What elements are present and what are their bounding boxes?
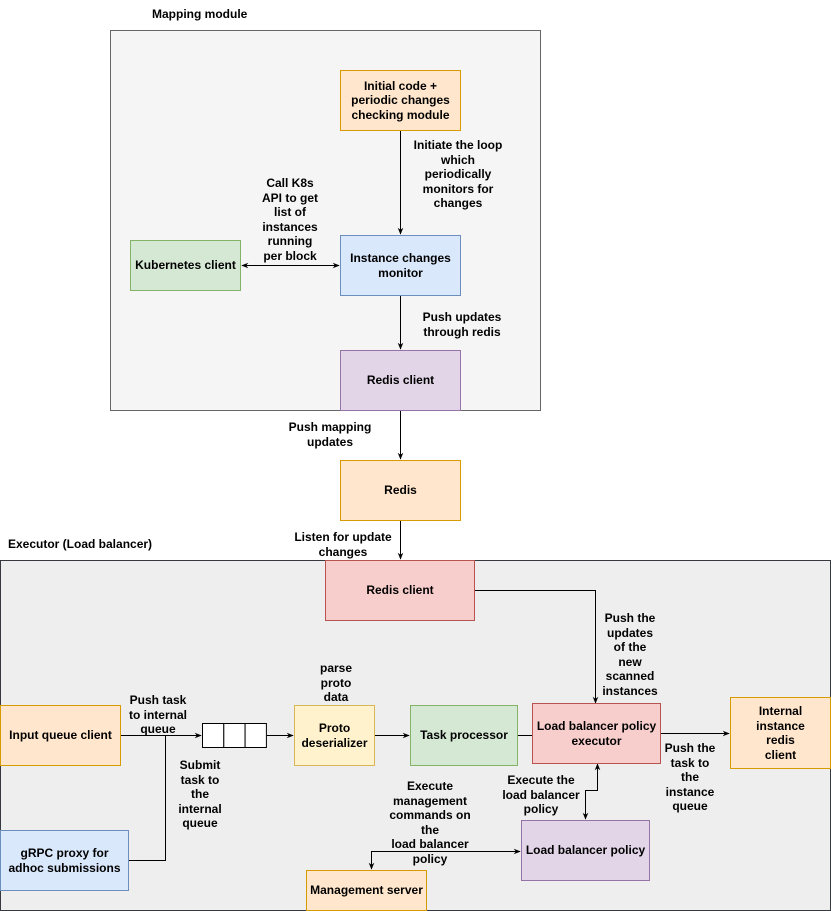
internal-queue [202,723,267,748]
initial-code-checking-module[interactable]: Initial code + periodic changes checking… [340,70,461,131]
edge-push-scanned [475,590,599,704]
input-queue-client[interactable]: Input queue client [0,705,121,766]
label-push-instance-queue: Push the task to the instance queue [664,741,716,813]
management-server[interactable]: Management server [306,870,427,911]
edge-submit-task [128,735,166,861]
redis-client-executor[interactable]: Redis client [325,560,475,621]
task-processor[interactable]: Task processor [410,705,518,766]
edge-execute-mgmt [368,848,521,870]
queue-slot [244,723,267,748]
executor-title: Executor (Load balancer) [8,537,153,551]
label-listen-update: Listen for update changes [294,530,392,559]
label-parse-proto: parse proto data [319,661,353,704]
label-push-updates-redis: Push updates through redis [422,310,502,339]
mapping-module-title: Mapping module [152,7,248,21]
label-submit-task: Submit task to the internal queue [178,758,222,830]
internal-instance-redis-client[interactable]: Internal instance redis client [730,697,831,769]
label-push-mapping: Push mapping updates [288,420,372,449]
redis[interactable]: Redis [340,460,461,521]
load-balancer-policy-executor[interactable]: Load balancer policy executor [532,703,661,764]
grpc-proxy[interactable]: gRPC proxy for adhoc submissions [0,830,129,891]
label-execute-mgmt: Execute management commands on the load … [389,779,471,866]
label-push-task-internal: Push task to internal queue [128,693,187,736]
redis-client-mapping[interactable]: Redis client [340,350,461,411]
load-balancer-policy[interactable]: Load balancer policy [521,820,650,881]
instance-changes-monitor[interactable]: Instance changes monitor [340,235,461,296]
queue-slot [202,723,225,748]
mapping-module-container [110,30,541,411]
label-initiate-loop: Initiate the loop which periodically mon… [413,138,503,210]
label-push-scanned: Push the updates of the new scanned inst… [602,611,658,698]
edge-execute-lb-policy [582,763,601,820]
label-call-k8s: Call K8s API to get list of instances ru… [262,176,318,263]
kubernetes-client[interactable]: Kubernetes client [130,240,241,291]
label-execute-lb-policy: Execute the load balancer policy [502,773,580,816]
queue-slot [223,723,246,748]
proto-deserializer[interactable]: Proto deserializer [294,705,375,766]
